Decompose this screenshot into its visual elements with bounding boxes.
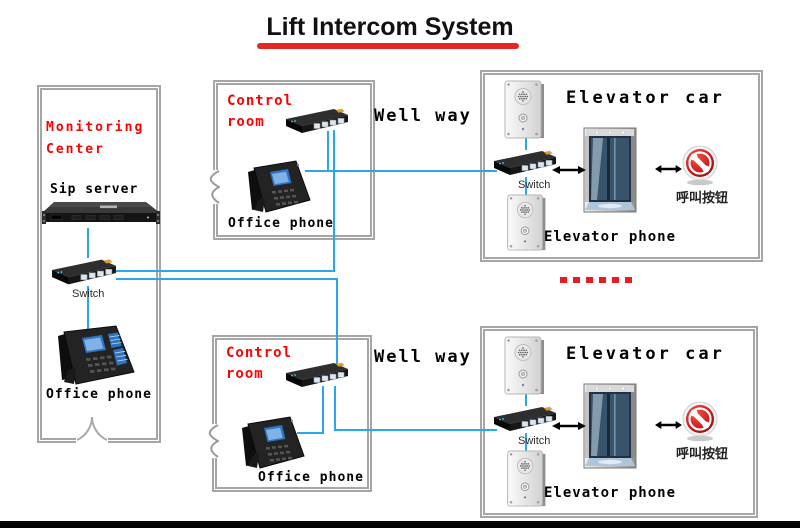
elevator-image — [583, 383, 637, 469]
arrow-icon — [655, 419, 682, 431]
intercom-panel-image — [507, 194, 546, 251]
wall-break-icon — [209, 170, 220, 204]
door-gap — [76, 436, 108, 445]
page-title: Lift Intercom System — [266, 13, 514, 41]
elevator-car-unit-2: Elevator car Switch Elevator phone 呼叫按钮 — [480, 326, 758, 518]
office-phone-image — [57, 325, 135, 385]
call-button-icon — [681, 144, 719, 186]
title-underline — [257, 43, 519, 49]
switch-label: Switch — [72, 288, 105, 300]
arrow-icon — [552, 420, 586, 432]
well-way-label-2: Well way — [374, 347, 472, 367]
connection-line — [87, 228, 89, 258]
intercom-panel-image — [507, 450, 546, 507]
wall-break-icon — [208, 424, 219, 458]
connection-line — [334, 386, 336, 431]
monitoring-center-label-line2: Center — [46, 142, 105, 157]
elevator-car-label: Elevator car — [566, 344, 725, 364]
intercom-panel-image — [504, 80, 545, 139]
network-switch-image — [285, 362, 349, 388]
elevator-image — [583, 127, 637, 213]
network-switch-image — [493, 150, 557, 176]
connection-line — [525, 138, 527, 150]
switch-label: Switch — [518, 435, 551, 447]
switch-label: Switch — [518, 179, 551, 191]
office-phone-label: Office phone — [258, 470, 364, 485]
call-button-label: 呼叫按钮 — [675, 191, 728, 206]
network-switch-image — [493, 406, 557, 432]
control-room-box-1 — [213, 80, 375, 240]
well-way-label-1: Well way — [374, 106, 472, 126]
connection-line — [525, 177, 527, 196]
monitoring-center-label-line1: Monitoring — [46, 120, 145, 135]
connection-line — [525, 433, 527, 452]
office-phone-label: Office phone — [228, 216, 334, 231]
connection-line — [322, 386, 324, 434]
elevator-car-unit-1: Elevator car Switch Elevator phone 呼叫按钮 — [480, 70, 763, 262]
call-button-icon — [681, 400, 719, 442]
arrow-icon — [552, 164, 586, 176]
office-phone-image — [247, 160, 311, 213]
connection-line — [116, 270, 335, 272]
sip-server-label: Sip server — [50, 182, 139, 197]
control-room-label-line2: room — [226, 366, 264, 382]
connection-line — [327, 131, 329, 172]
elevator-car-label: Elevator car — [566, 88, 725, 108]
connection-line — [525, 394, 527, 406]
office-phone-label: Office phone — [46, 387, 152, 402]
ellipsis-separator — [560, 277, 632, 283]
office-phone-image — [241, 416, 305, 469]
control-room-label-line1: Control — [227, 93, 294, 109]
network-switch-image — [51, 258, 117, 285]
connection-line — [336, 278, 338, 366]
connection-line — [87, 286, 89, 330]
connection-line — [334, 429, 497, 431]
door-icon — [76, 416, 108, 441]
arrow-icon — [655, 163, 682, 175]
wall-break-gap — [211, 424, 219, 458]
control-room-label-line1: Control — [226, 345, 293, 361]
network-switch-image — [285, 108, 349, 134]
elevator-phone-label: Elevator phone — [544, 229, 677, 245]
connection-line — [333, 130, 335, 272]
control-room-box-2 — [212, 335, 372, 492]
intercom-panel-image — [504, 336, 545, 395]
control-room-label-line2: room — [227, 114, 265, 130]
connection-line — [305, 170, 497, 172]
connection-line — [297, 432, 324, 434]
wall-break-gap — [212, 170, 220, 204]
call-button-label: 呼叫按钮 — [675, 447, 728, 462]
connection-line — [116, 278, 338, 280]
sip-server-image — [42, 201, 160, 225]
elevator-phone-label: Elevator phone — [544, 485, 677, 501]
bottom-bar — [0, 521, 800, 528]
